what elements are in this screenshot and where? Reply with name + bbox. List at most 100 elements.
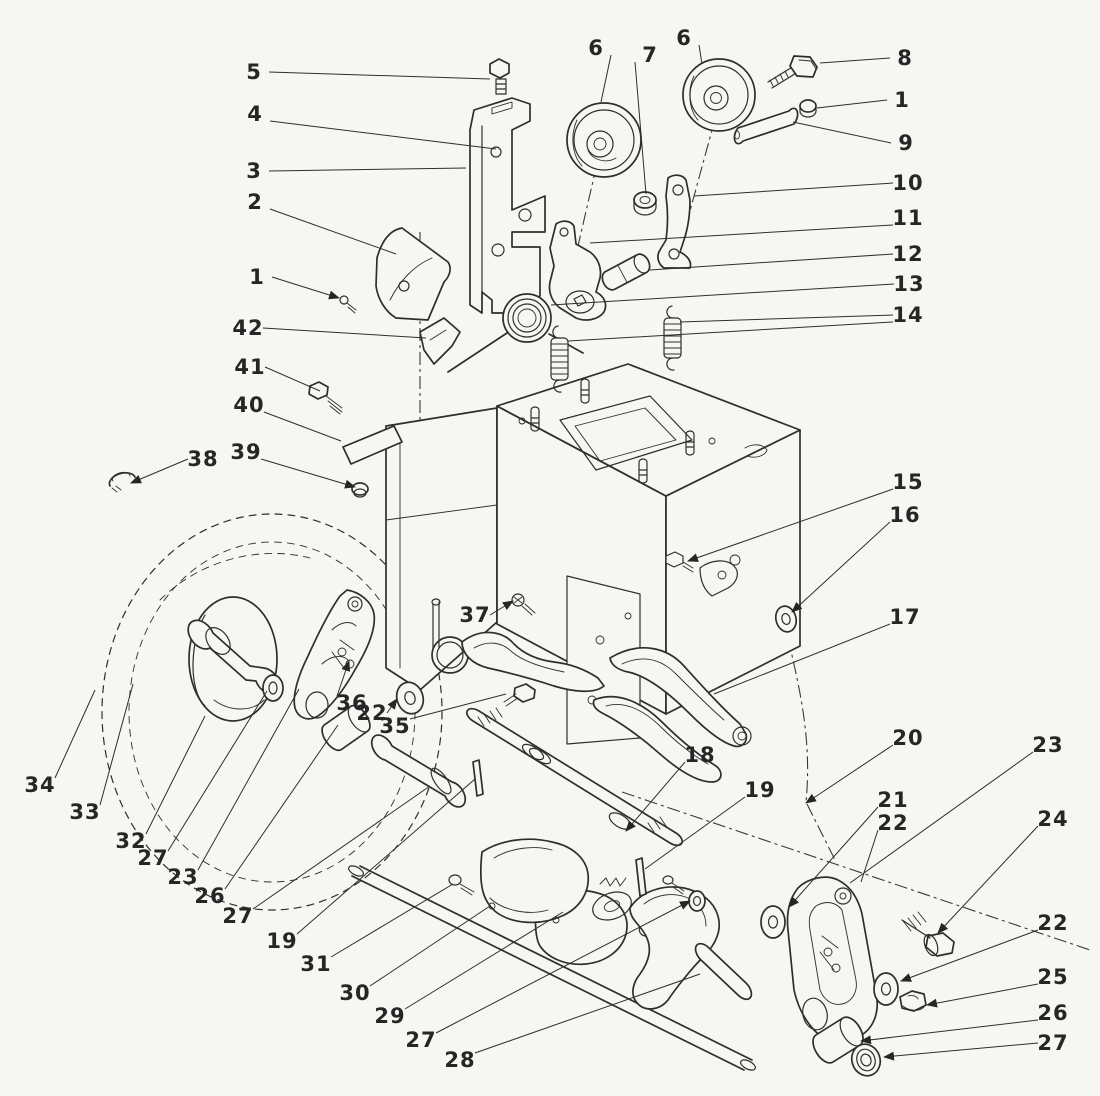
- leader-line-19: [296, 778, 476, 935]
- roll-pin-19-left: [472, 759, 484, 797]
- leader-line-20: [805, 744, 894, 804]
- pulley-6-right: [682, 58, 756, 132]
- part-number-label-27: 27: [222, 904, 253, 928]
- callout-2-3: 2: [247, 190, 397, 255]
- callout-6-23: 6: [588, 36, 612, 103]
- callout-7-24: 7: [634, 43, 658, 195]
- leader-line-23: [849, 751, 1034, 884]
- leader-line-5: [268, 71, 491, 80]
- callout-1-4: 1: [249, 265, 340, 300]
- leader-line-18: [625, 761, 686, 832]
- part-number-label-7: 7: [642, 43, 658, 67]
- callout-26-46: 26: [860, 1001, 1068, 1045]
- part-number-label-23: 23: [1032, 733, 1063, 757]
- leader-line-21: [788, 806, 879, 908]
- part-number-label-16: 16: [889, 503, 920, 527]
- leader-line-19: [644, 796, 746, 870]
- leader-line-10: [693, 182, 894, 197]
- callout-31-18: 31: [300, 883, 454, 976]
- part-number-label-10: 10: [892, 171, 923, 195]
- part-number-label-29: 29: [374, 1004, 405, 1028]
- callout-42-5: 42: [232, 316, 427, 340]
- leader-line-34: [54, 689, 96, 779]
- leader-line-37: [489, 600, 514, 616]
- callout-22-44: 22: [900, 911, 1068, 982]
- leader-line-22: [900, 929, 1039, 982]
- part-number-label-12: 12: [892, 242, 923, 266]
- leader-line-30: [369, 905, 491, 987]
- part-number-label-28: 28: [444, 1048, 475, 1072]
- leader-line-29: [404, 911, 564, 1010]
- part-number-label-35: 35: [379, 714, 410, 738]
- part-number-label-36: 36: [336, 691, 367, 715]
- callout-37-48: 37: [459, 600, 514, 627]
- washer-22-left: [395, 681, 425, 715]
- pulley-6-left: [566, 102, 642, 178]
- leader-line-4: [269, 120, 497, 150]
- leader-line-14: [567, 321, 894, 342]
- leader-line-2: [269, 208, 397, 255]
- leader-line-36: [336, 660, 351, 697]
- callout-26-15: 26: [194, 724, 339, 908]
- callout-11-30: 11: [589, 206, 923, 244]
- callout-12-31: 12: [649, 242, 923, 271]
- leader-line-35: [409, 693, 507, 720]
- washer-21: [760, 905, 786, 939]
- part-number-label-4: 4: [247, 102, 263, 126]
- leader-line-13: [550, 283, 895, 306]
- part-number-label-20: 20: [892, 726, 923, 750]
- deflector-42: [419, 317, 461, 365]
- callout-4-1: 4: [247, 102, 497, 150]
- callout-23-40: 23: [849, 733, 1063, 884]
- leader-line-6: [600, 54, 612, 103]
- part-number-label-30: 30: [339, 981, 370, 1005]
- axle-shaft-18: [465, 707, 684, 847]
- part-number-label-19: 19: [744, 778, 775, 802]
- leader-line-38: [130, 458, 189, 484]
- callout-41-6: 41: [234, 355, 321, 392]
- clutch-yoke-arm: [629, 886, 753, 1010]
- part-number-label-2: 2: [247, 190, 263, 214]
- part-number-label-32: 32: [115, 829, 146, 853]
- part-number-label-5: 5: [246, 60, 262, 84]
- part-number-label-31: 31: [300, 952, 331, 976]
- clevis-pin-9: [733, 107, 799, 145]
- callout-27-16: 27: [222, 785, 431, 928]
- callout-38-8: 38: [130, 447, 218, 484]
- part-number-label-22: 22: [356, 701, 387, 725]
- cam-plate-2: [375, 227, 451, 321]
- part-number-label-14: 14: [892, 303, 923, 327]
- leader-line-27: [167, 690, 268, 852]
- washer-27-right: [850, 1043, 882, 1077]
- part-number-label-18: 18: [684, 743, 715, 767]
- callout-32-12: 32: [115, 715, 206, 853]
- idler-bracket-3: [469, 97, 546, 314]
- tension-plate-right: [786, 876, 879, 1042]
- washer-27-left: [262, 674, 284, 702]
- leader-line-27: [435, 900, 691, 1034]
- callout-22-50: 22: [356, 698, 398, 725]
- part-number-label-19: 19: [266, 929, 297, 953]
- bolt-24: [901, 911, 955, 957]
- callout-16-35: 16: [791, 503, 920, 613]
- callout-36-49: 36: [336, 660, 367, 715]
- part-number-label-27: 27: [1037, 1031, 1068, 1055]
- part-number-label-33: 33: [69, 800, 100, 824]
- leader-line-12: [649, 253, 894, 271]
- gear-cover-30: [479, 838, 590, 924]
- callout-6-25: 6: [676, 26, 703, 65]
- callout-33-11: 33: [69, 683, 134, 824]
- shift-fork-assembly: [431, 598, 605, 693]
- part-number-label-17: 17: [889, 605, 920, 629]
- part-number-label-39: 39: [230, 440, 261, 464]
- part-number-label-1: 1: [249, 265, 265, 289]
- leader-line-16: [791, 521, 891, 613]
- callout-23-14: 23: [167, 688, 300, 889]
- leader-line-32: [145, 715, 206, 835]
- part-number-label-25: 25: [1037, 965, 1068, 989]
- part-number-label-1: 1: [894, 88, 910, 112]
- leader-line-25: [926, 983, 1039, 1008]
